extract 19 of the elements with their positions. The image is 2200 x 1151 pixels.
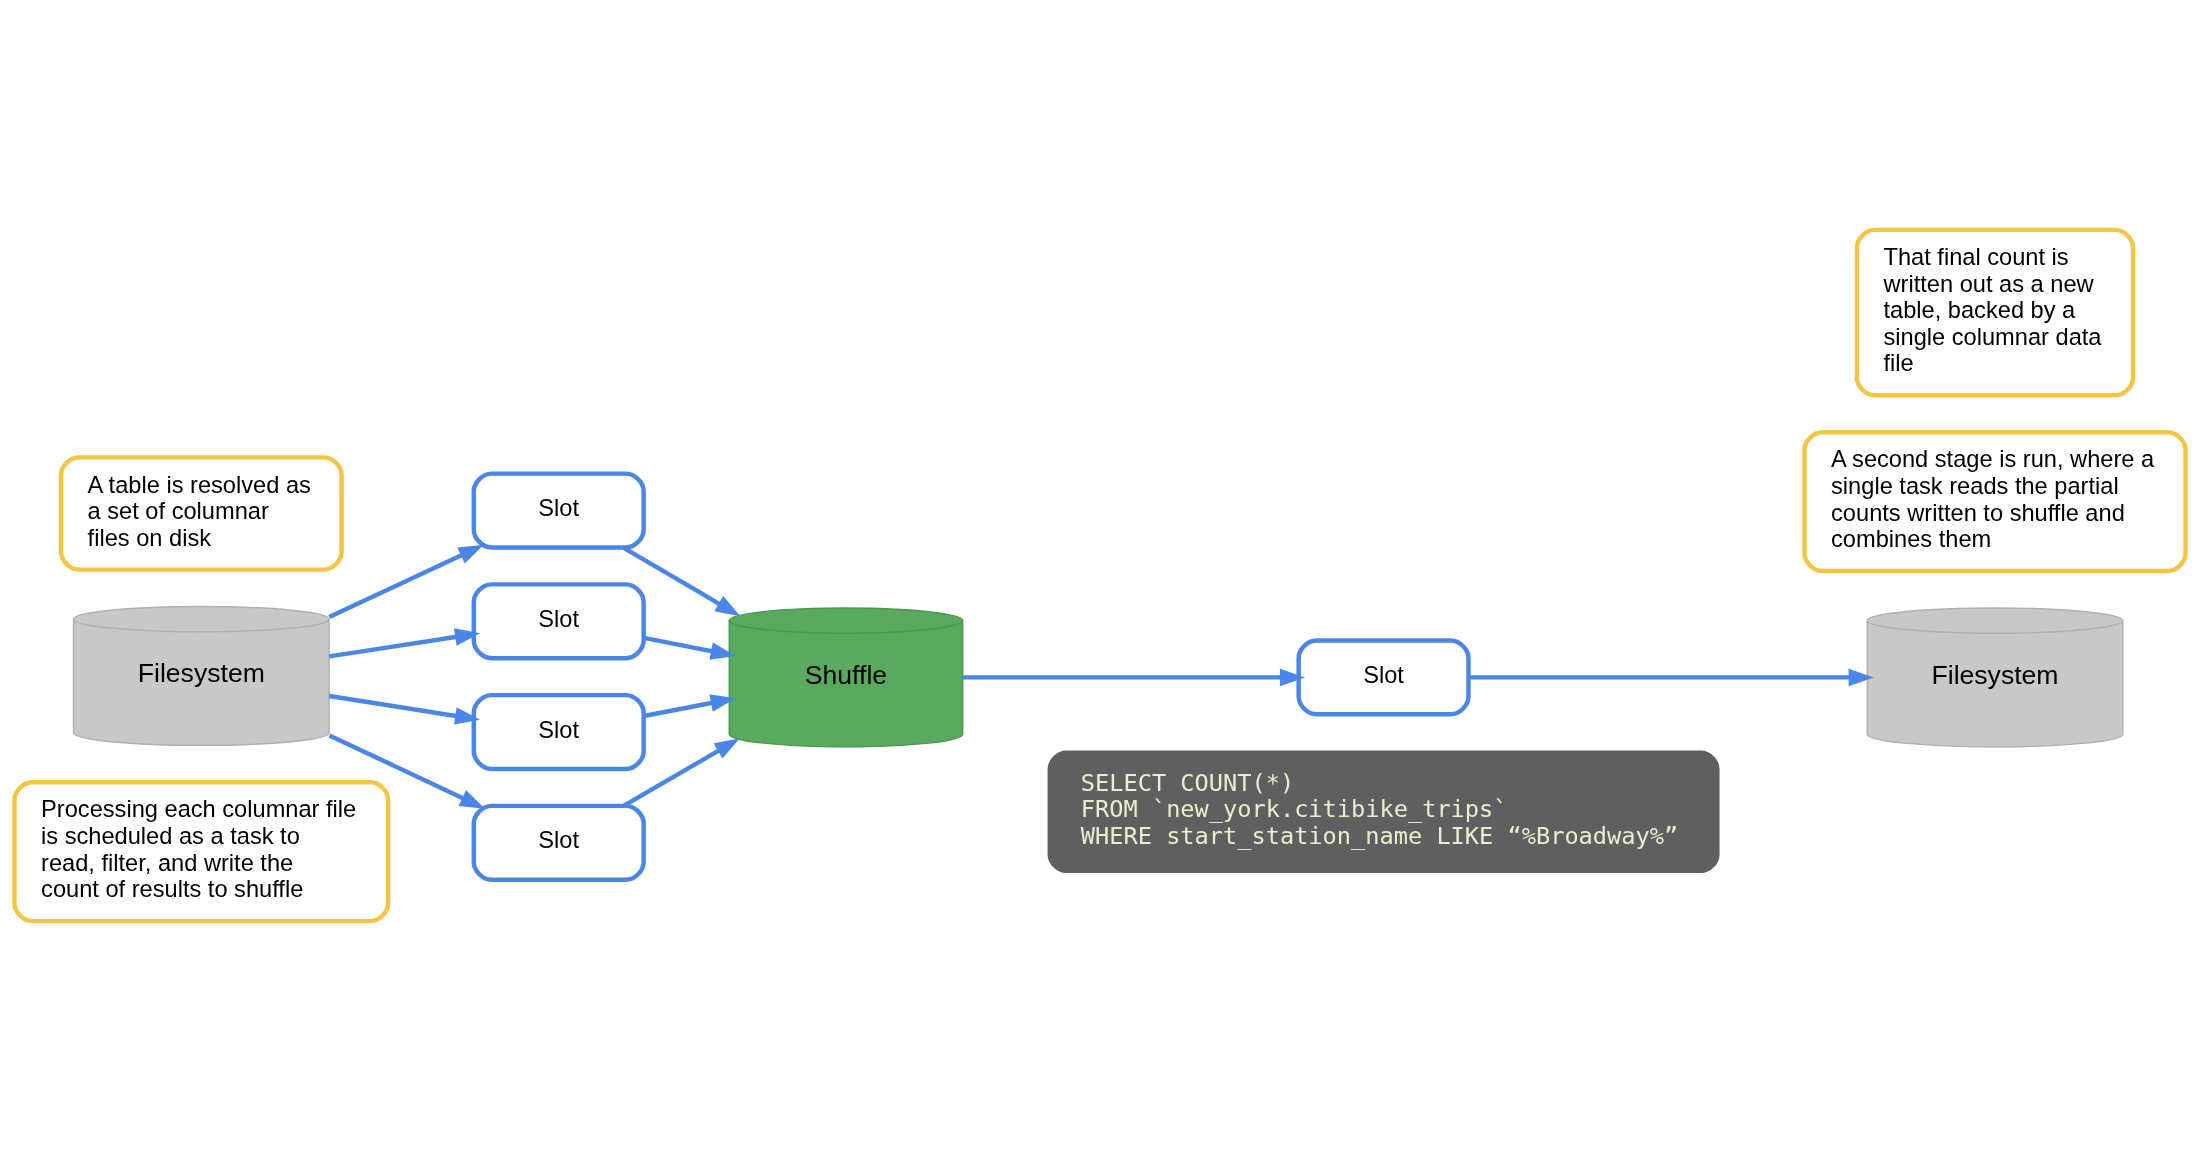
node-box: A table is resolved as a set of columnar files on disk xyxy=(58,455,344,572)
node-box: SELECT COUNT(*) FROM `new_york.citibike_trips` WHERE start_station_name LIKE “%Broadway%” xyxy=(1047,750,1720,874)
arrow xyxy=(328,544,484,619)
arrow xyxy=(328,628,481,659)
arrow xyxy=(328,733,485,809)
node-box: Slot xyxy=(471,803,646,882)
node-box: A second stage is run, where a single task reads the partial counts written to shuffle and combines them xyxy=(1802,430,2188,574)
arrow xyxy=(643,635,736,660)
arrow xyxy=(643,694,736,719)
arrow xyxy=(622,738,740,808)
arrow xyxy=(1469,668,1874,687)
node-box: Slot xyxy=(471,471,646,550)
arrow xyxy=(962,668,1306,687)
node-box: Slot xyxy=(471,582,646,661)
node-box: Slot xyxy=(471,692,646,772)
node-box: That final count is written out as a new table, backed by a single columnar data file xyxy=(1854,227,2136,398)
node-box: Slot xyxy=(1296,638,1471,717)
arrow xyxy=(328,693,481,725)
node-box: Processing each columnar file is scheduled as a task to read, filter, and write the count of results to shuffle xyxy=(12,780,391,924)
